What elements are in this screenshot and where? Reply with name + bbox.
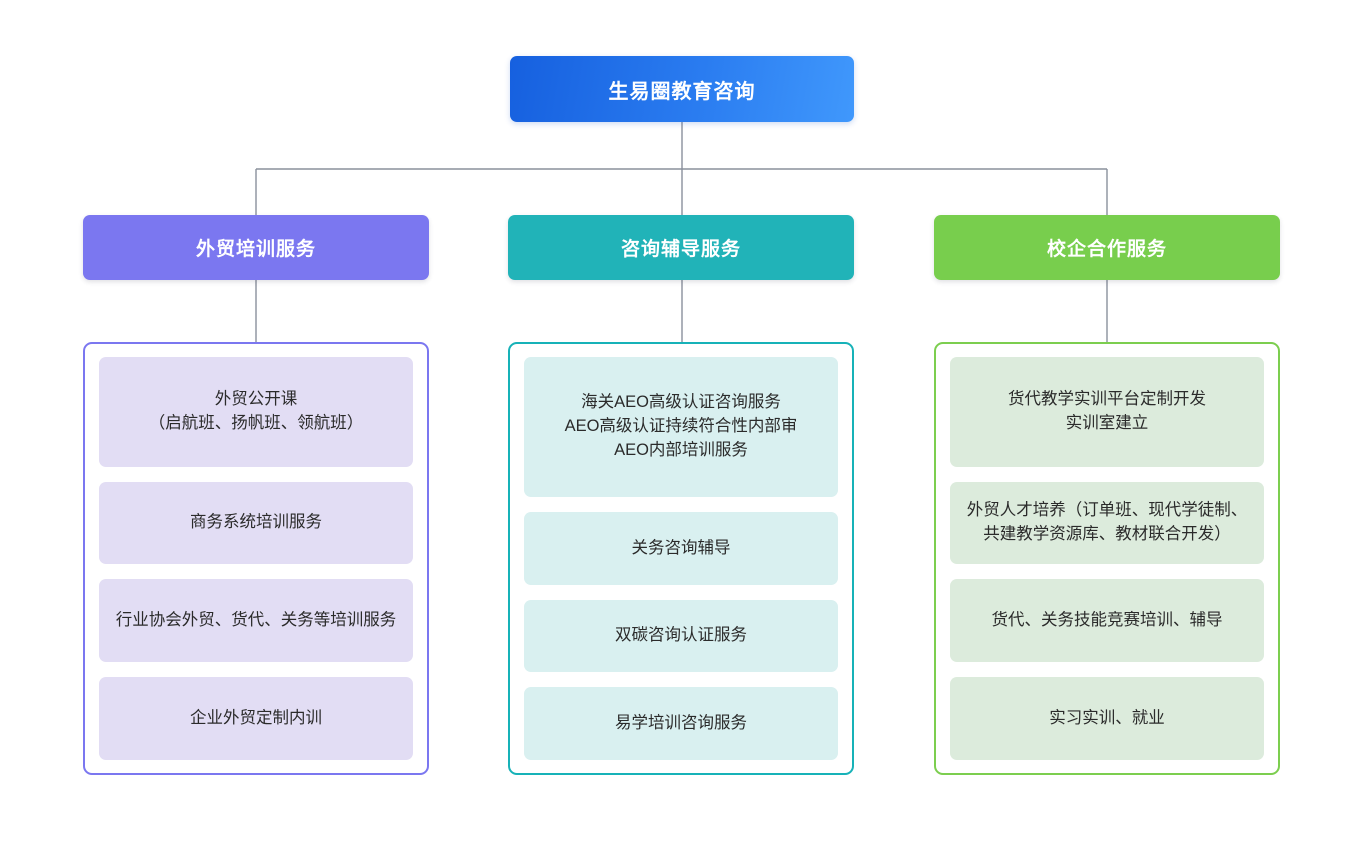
service-item[interactable]: 企业外贸定制内训 [99, 677, 413, 760]
branch-column-0: 外贸培训服务 外贸公开课 （启航班、扬帆班、领航班） 商务系统培训服务 行业协会… [83, 215, 429, 775]
category-panel-2: 货代教学实训平台定制开发 实训室建立 外贸人才培养（订单班、现代学徒制、共建教学… [934, 342, 1280, 775]
service-item[interactable]: 双碳咨询认证服务 [524, 599, 838, 673]
root-node-label: 生易圈教育咨询 [608, 80, 756, 103]
branch-column-2: 校企合作服务 货代教学实训平台定制开发 实训室建立 外贸人才培养（订单班、现代学… [934, 215, 1280, 775]
service-item[interactable]: 货代、关务技能竞赛培训、辅导 [950, 579, 1264, 663]
category-header-1[interactable]: 咨询辅导服务 [508, 215, 854, 280]
service-item[interactable]: 外贸人才培养（订单班、现代学徒制、共建教学资源库、教材联合开发） [950, 481, 1264, 565]
category-header-2[interactable]: 校企合作服务 [934, 215, 1280, 280]
service-item[interactable]: 关务咨询辅导 [524, 512, 838, 585]
category-header-0[interactable]: 外贸培训服务 [83, 215, 429, 280]
category-header-label-0: 外贸培训服务 [195, 239, 316, 260]
service-item[interactable]: 外贸公开课 （启航班、扬帆班、领航班） [99, 357, 413, 467]
category-header-label-1: 咨询辅导服务 [620, 239, 741, 260]
category-header-label-2: 校企合作服务 [1046, 239, 1167, 260]
category-panel-0: 外贸公开课 （启航班、扬帆班、领航班） 商务系统培训服务 行业协会外贸、货代、关… [83, 342, 429, 775]
branch-column-1: 咨询辅导服务 海关AEO高级认证咨询服务 AEO高级认证持续符合性内部审 AEO… [508, 215, 854, 775]
root-node[interactable]: 生易圈教育咨询 [510, 56, 854, 122]
service-item[interactable]: 行业协会外贸、货代、关务等培训服务 [99, 579, 413, 663]
service-item[interactable]: 海关AEO高级认证咨询服务 AEO高级认证持续符合性内部审 AEO内部培训服务 [524, 357, 838, 498]
category-panel-1: 海关AEO高级认证咨询服务 AEO高级认证持续符合性内部审 AEO内部培训服务 … [508, 342, 854, 775]
service-item[interactable]: 实习实训、就业 [950, 677, 1264, 760]
service-item[interactable]: 货代教学实训平台定制开发 实训室建立 [950, 357, 1264, 467]
service-item[interactable]: 商务系统培训服务 [99, 481, 413, 565]
service-item[interactable]: 易学培训咨询服务 [524, 687, 838, 760]
